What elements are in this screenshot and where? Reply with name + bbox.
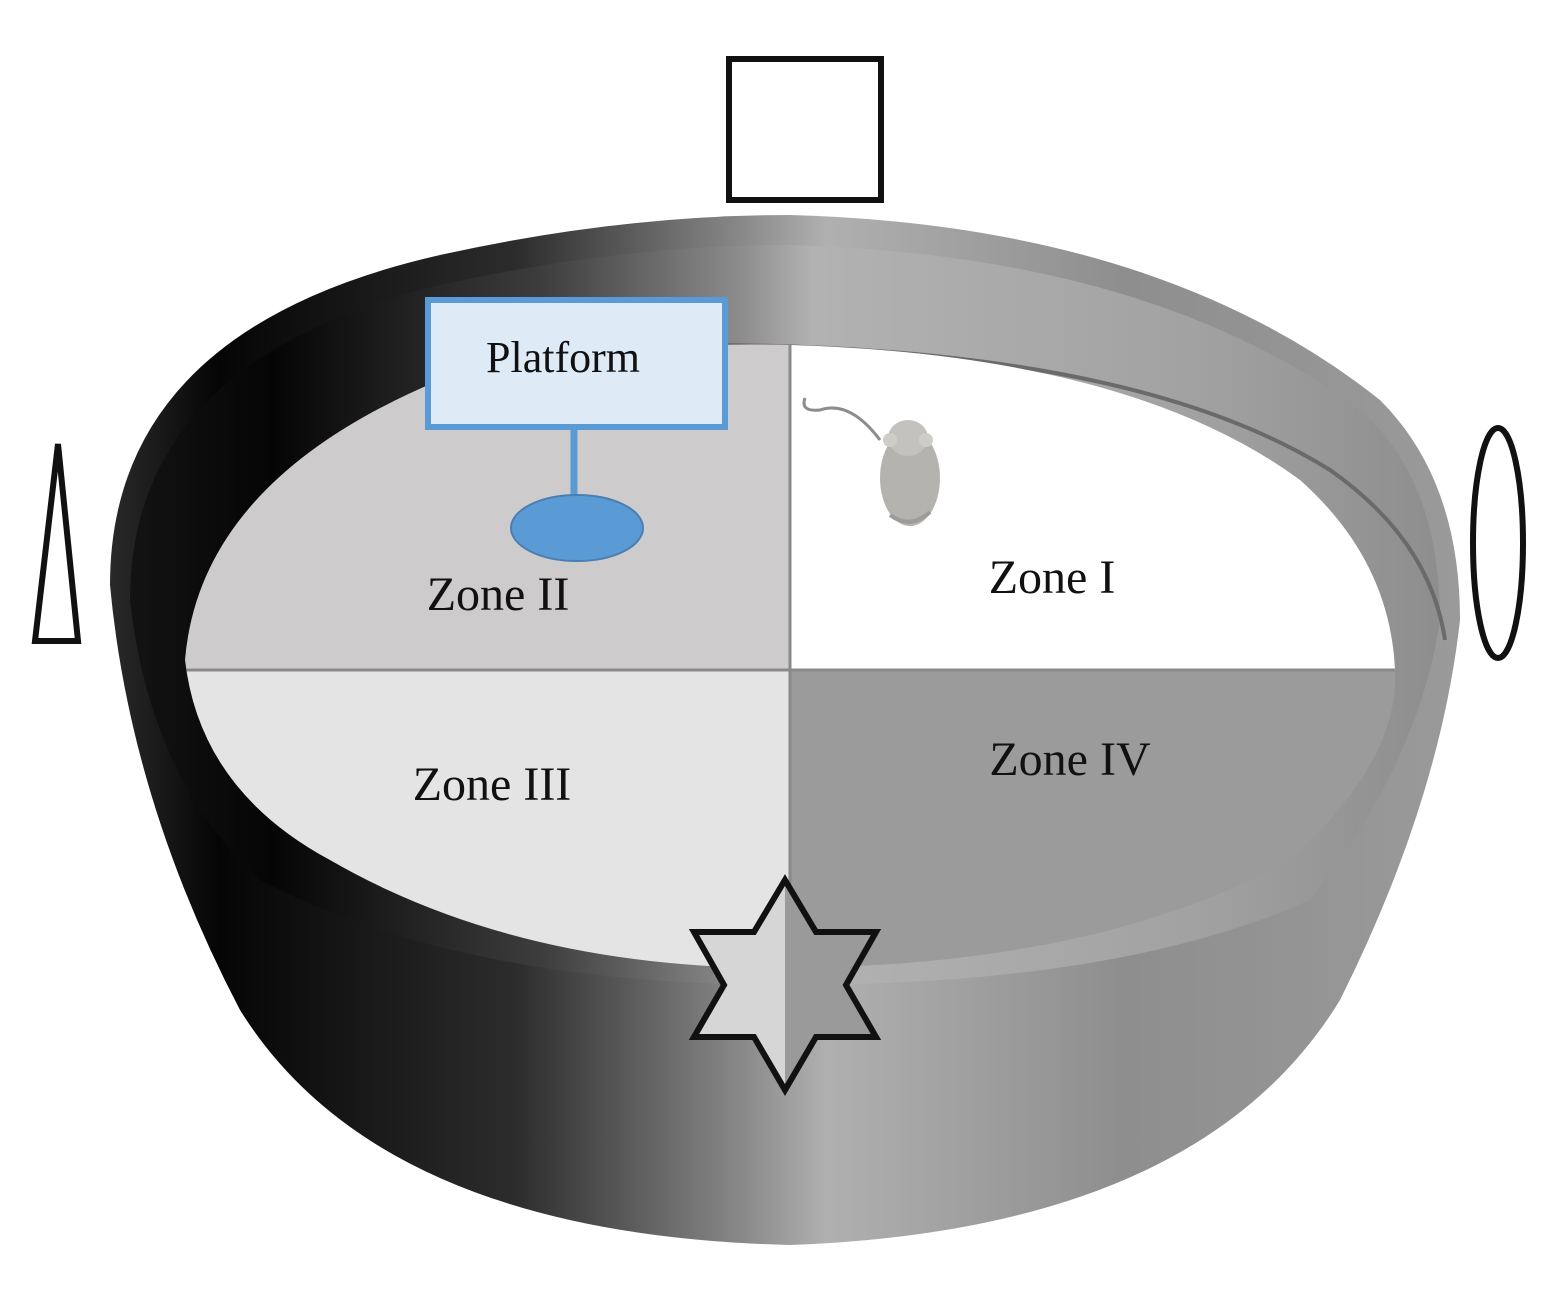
mouse-icon [802, 397, 940, 526]
triangle-cue-icon [31, 443, 82, 644]
zone-label-4: Zone IV [989, 733, 1151, 786]
star-cue-icon [688, 874, 882, 1096]
ellipse-cue-icon [1470, 425, 1526, 661]
zone-label-2: Zone II [427, 568, 570, 621]
platform-label-box [425, 297, 728, 430]
square-cue-icon [726, 56, 884, 203]
platform-label: Platform [486, 333, 640, 382]
platform [510, 494, 644, 562]
zone-label-3: Zone III [413, 758, 572, 811]
zone-label-1: Zone I [989, 551, 1116, 604]
